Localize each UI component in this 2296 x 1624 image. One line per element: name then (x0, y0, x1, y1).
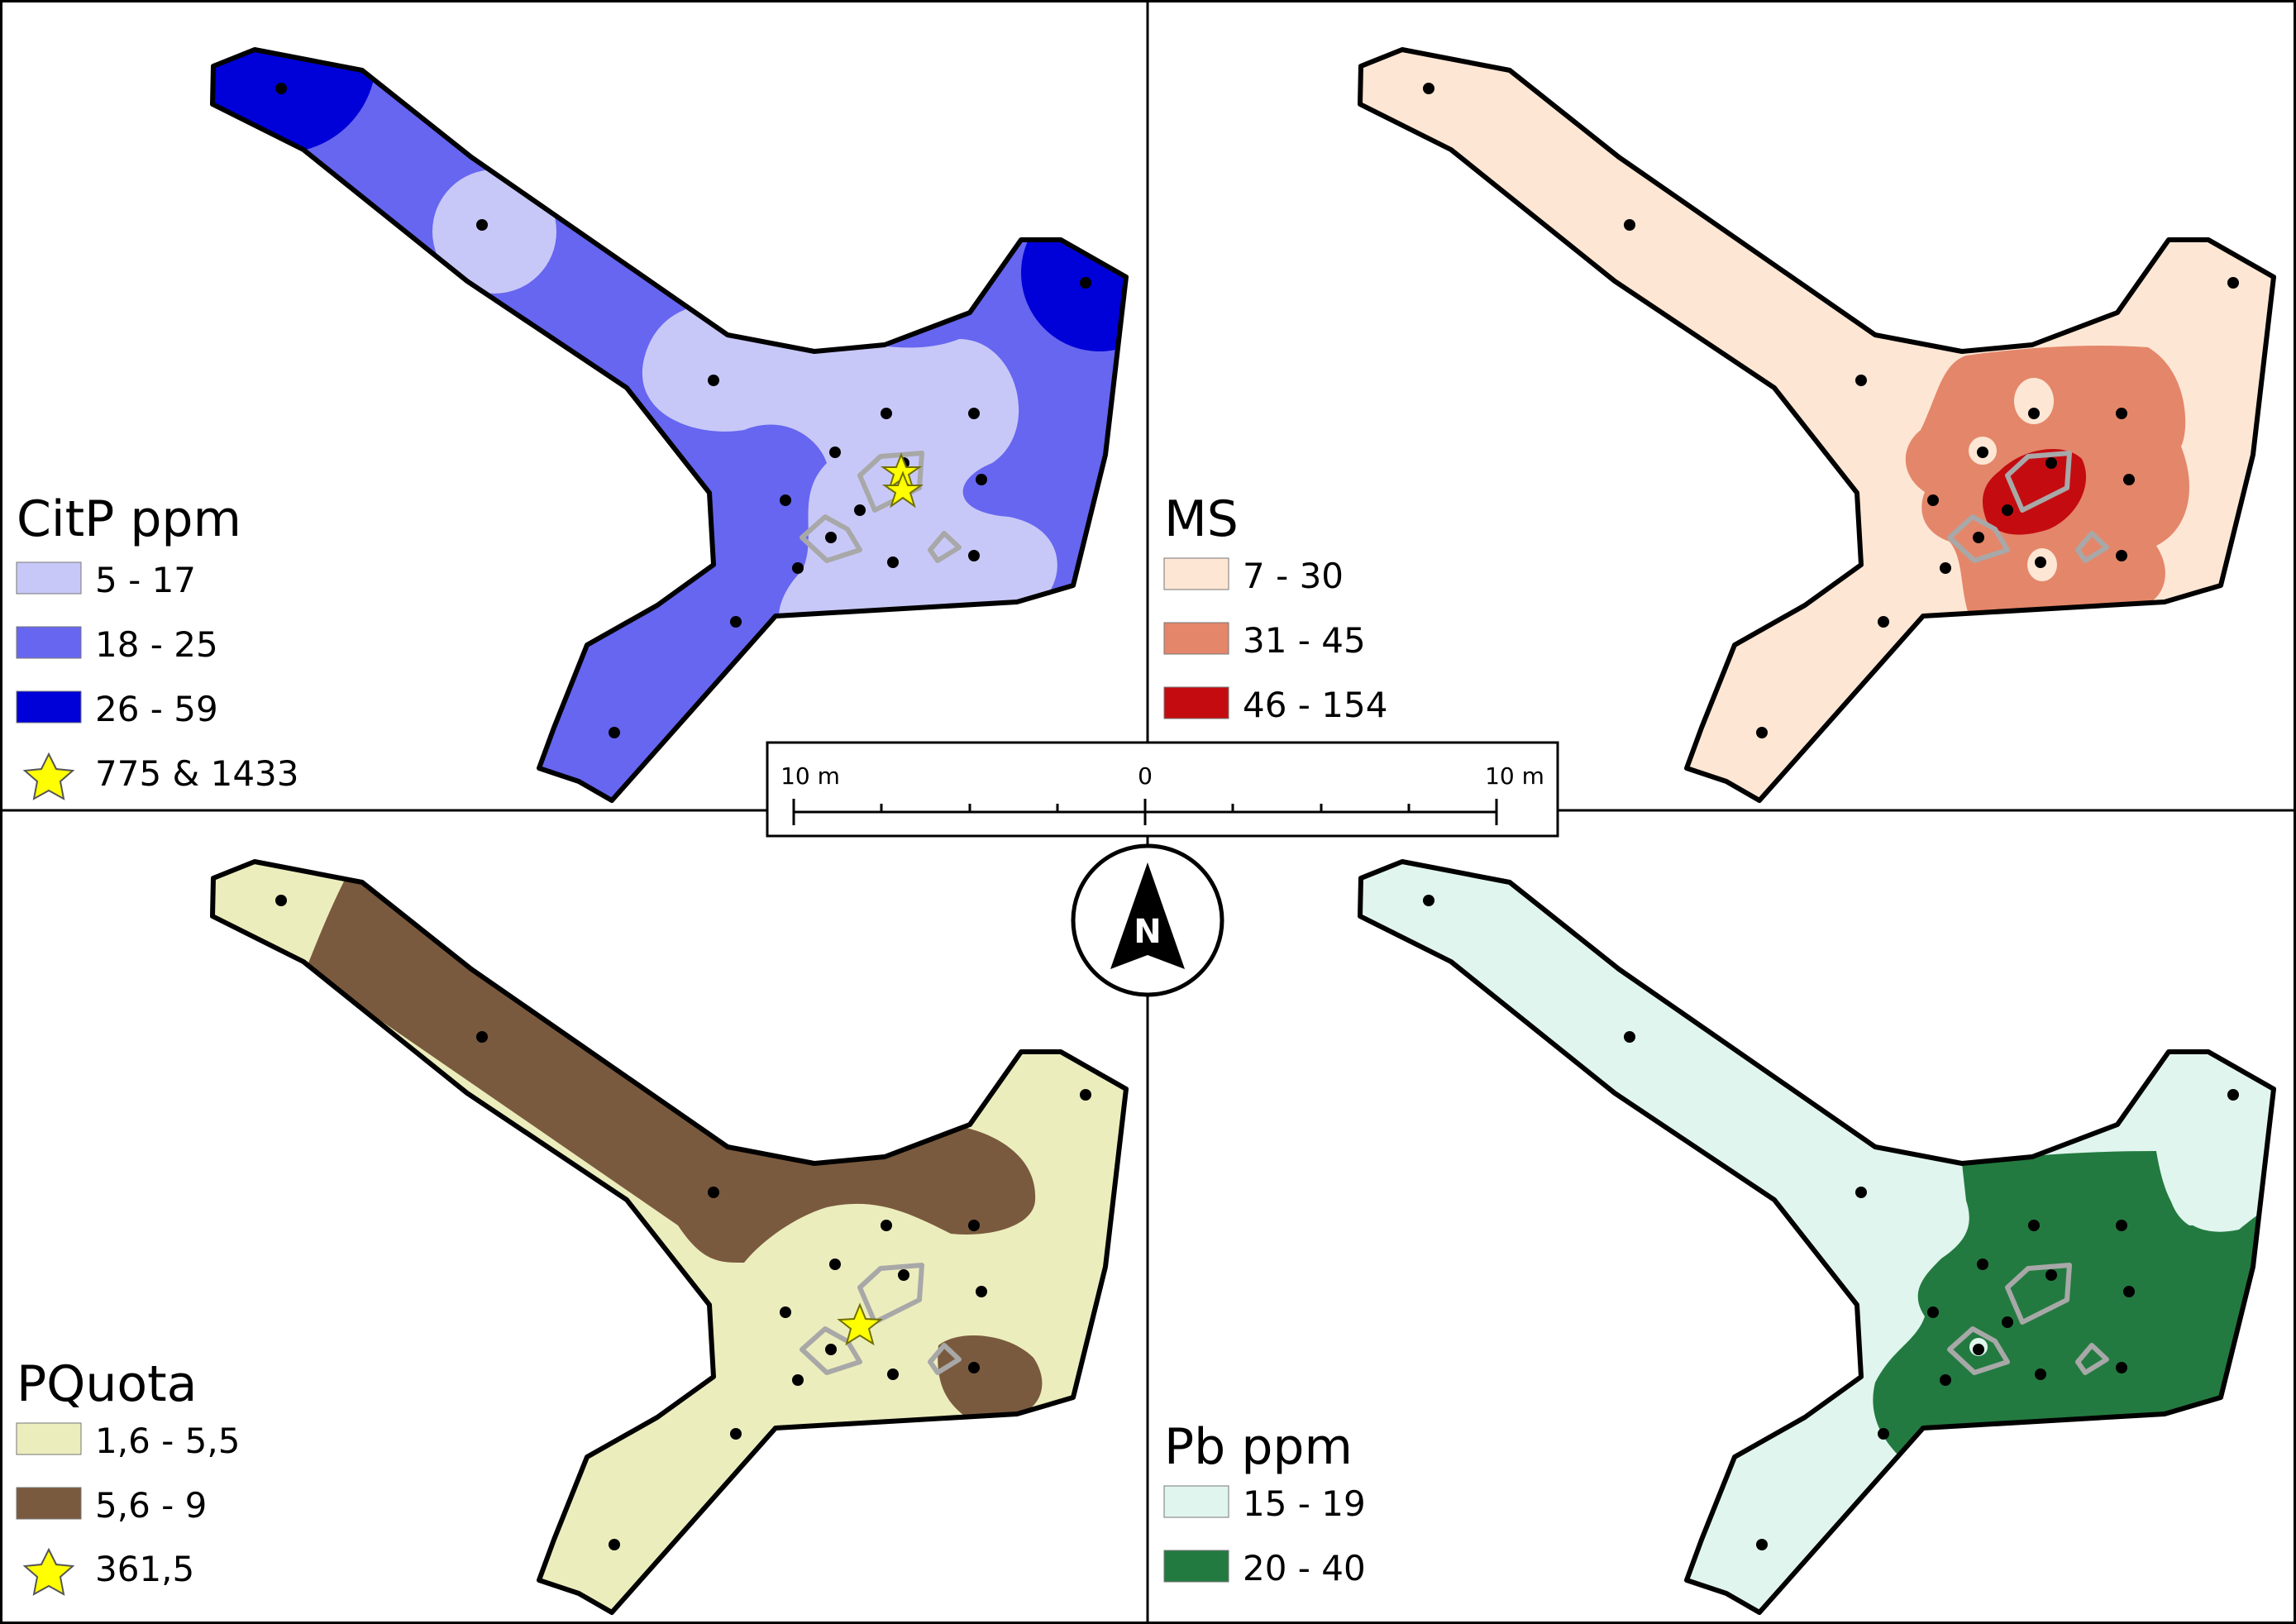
pquota-legend-marker-label: 361,5 (95, 1549, 194, 1589)
ms-legend-swatch-2 (1163, 622, 1229, 655)
panel-pb: Pb ppm 15 - 19 20 - 40 (1163, 812, 2296, 1622)
ms-legend-label-2: 31 - 45 (1243, 620, 1366, 661)
scale-left-label: 10 m (780, 762, 840, 790)
citp-legend-label-3: 26 - 59 (95, 689, 218, 729)
pb-legend-label-2: 20 - 40 (1243, 1548, 1366, 1588)
north-arrow-icon (1110, 862, 1185, 969)
pquota-class2-zone (938, 1335, 1043, 1424)
ms-legend-swatch-3 (1163, 686, 1229, 719)
scale-center-label: 0 (1138, 762, 1153, 790)
citp-class1-zone (642, 303, 1057, 645)
ms-legend-swatch-1 (1163, 557, 1229, 590)
pquota-legend-title: PQuota (17, 1355, 197, 1413)
citp-legend-swatch-1 (16, 561, 82, 595)
pb-legend-swatch-1 (1163, 1485, 1229, 1518)
north-label: N (1134, 913, 1161, 951)
ms-legend-label-1: 7 - 30 (1243, 556, 1344, 596)
citp-legend-marker-label: 775 & 1433 (95, 753, 299, 794)
panel-pquota: PQuota 1,6 - 5,5 5,6 - 9 361,5 (16, 812, 1149, 1622)
ms-legend-label-3: 46 - 154 (1243, 685, 1387, 725)
star-icon (881, 470, 924, 509)
citp-class1-zone (432, 170, 556, 294)
citp-legend-title: CitP ppm (17, 490, 241, 548)
citp-legend-swatch-2 (16, 626, 82, 659)
ms-legend-title: MS (1164, 490, 1239, 548)
pquota-legend-star-icon (22, 1547, 75, 1596)
citp-class3-zone (212, 50, 376, 153)
pquota-legend-swatch-1 (16, 1422, 82, 1455)
pb-class1-zone (2163, 1060, 2274, 1225)
scale-right-label: 10 m (1485, 762, 1544, 790)
pquota-marker-star-icon (837, 1302, 883, 1346)
citp-legend-star-icon (22, 752, 75, 800)
pb-legend-label-1: 15 - 19 (1243, 1483, 1366, 1524)
citp-legend-swatch-3 (16, 690, 82, 724)
citp-marker-stars (880, 452, 924, 509)
pb-legend-title: Pb ppm (1164, 1418, 1353, 1476)
ms-class1-hole (2014, 378, 2054, 424)
pquota-legend-label-1: 1,6 - 5,5 (95, 1421, 240, 1461)
north-arrow: N (1071, 843, 1224, 997)
pquota-legend-label-2: 5,6 - 9 (95, 1485, 207, 1526)
panel-ms: MS 7 - 30 31 - 45 46 - 154 (1163, 0, 2296, 810)
scale-bar: 10 m 0 10 m (766, 741, 1559, 838)
pquota-legend-swatch-2 (16, 1487, 82, 1520)
citp-legend-label-2: 18 - 25 (95, 624, 218, 665)
citp-legend-label-1: 5 - 17 (95, 560, 196, 600)
panel-citp: CitP ppm 5 - 17 18 - 25 26 - 59 775 & 14… (16, 0, 1178, 810)
pb-legend-swatch-2 (1163, 1550, 1229, 1583)
citp-class3-zone (1021, 194, 1126, 351)
